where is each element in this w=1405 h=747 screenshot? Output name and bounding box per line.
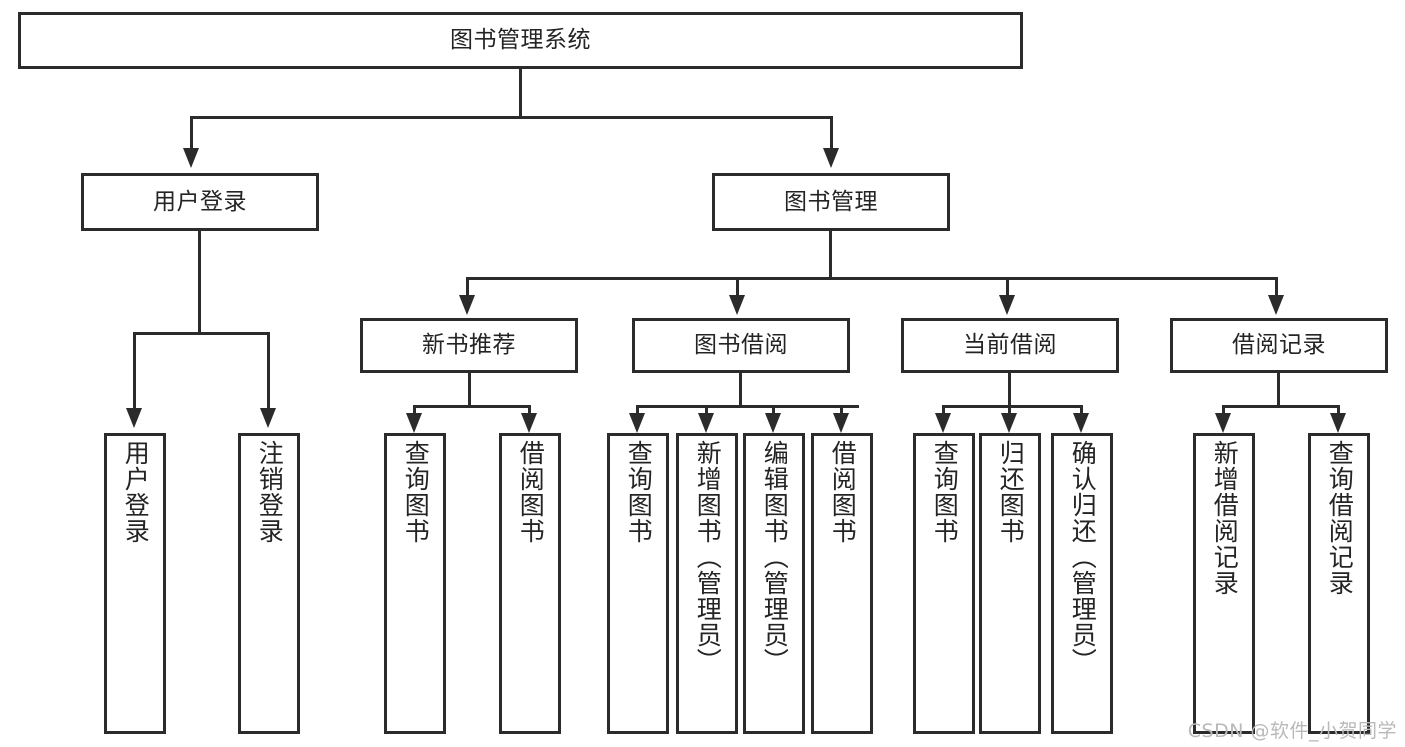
- connector-drop-current-borrow: [1006, 277, 1009, 299]
- arrow-borrow-record: [1268, 295, 1284, 315]
- connector-drop-nb-borrow: [528, 405, 531, 417]
- connector-user-login-bus: [133, 332, 270, 335]
- node-label: 借阅记录: [1232, 332, 1326, 359]
- arrow-book-mgmt: [823, 148, 839, 168]
- arrow-leaf-user-login: [126, 408, 142, 428]
- watermark-text: CSDN @软件_小贺同学: [1187, 720, 1397, 742]
- leaf-bb-add-book[interactable]: 新增图书（管理员）: [676, 433, 738, 734]
- leaf-label: 借阅图书: [828, 440, 858, 544]
- node-label: 当前借阅: [963, 332, 1057, 359]
- connector-drop-bb-query: [636, 405, 639, 417]
- leaf-br-add-record[interactable]: 新增借阅记录: [1193, 433, 1255, 734]
- connector-book-mgmt-stem: [829, 231, 832, 279]
- leaf-label: 借阅图书: [516, 440, 546, 544]
- arrow-leaf-logout: [260, 408, 276, 428]
- connector-drop-cb-query: [942, 405, 945, 417]
- connector-drop-cb-confirm: [1080, 405, 1083, 417]
- arrow-br-query: [1330, 413, 1346, 433]
- leaf-bb-borrow-book[interactable]: 借阅图书: [811, 433, 873, 734]
- leaf-logout[interactable]: 注销登录: [238, 433, 300, 734]
- arrow-bb-query: [629, 413, 645, 433]
- connector-drop-new-book: [466, 277, 469, 299]
- arrow-bb-add: [698, 413, 714, 433]
- arrow-current-borrow: [999, 295, 1015, 315]
- node-book-management[interactable]: 图书管理: [712, 173, 950, 231]
- arrow-cb-query: [935, 413, 951, 433]
- leaf-label: 查询图书: [930, 440, 960, 544]
- leaf-bb-query-book[interactable]: 查询图书: [607, 433, 669, 734]
- connector-drop-cb-return: [1008, 405, 1011, 417]
- leaf-cb-query-book[interactable]: 查询图书: [913, 433, 975, 734]
- leaf-label: 查询图书: [401, 440, 431, 544]
- arrow-br-add: [1215, 413, 1231, 433]
- connector-drop-bb-edit: [772, 405, 775, 417]
- connector-drop-leaf-user-login: [133, 332, 136, 412]
- connector-drop-book-mgmt: [830, 116, 833, 151]
- connector-borrow-record-bus: [1222, 405, 1340, 408]
- leaf-label: 新增图书（管理员）: [693, 440, 723, 674]
- arrow-cb-return: [1001, 413, 1017, 433]
- node-label: 用户登录: [153, 188, 247, 215]
- leaf-label: 确认归还（管理员）: [1068, 440, 1098, 674]
- leaf-label: 查询图书: [624, 440, 654, 544]
- connector-new-book-bus: [413, 405, 531, 408]
- connector-current-borrow-bus: [942, 405, 1083, 408]
- connector-drop-book-borrow: [736, 277, 739, 299]
- leaf-nb-query-book[interactable]: 查询图书: [384, 433, 446, 734]
- node-book-borrow[interactable]: 图书借阅: [632, 318, 850, 373]
- leaf-label: 用户登录: [121, 440, 151, 544]
- leaf-label: 注销登录: [255, 440, 285, 544]
- leaf-nb-borrow-book[interactable]: 借阅图书: [499, 433, 561, 734]
- leaf-cb-confirm-return[interactable]: 确认归还（管理员）: [1051, 433, 1113, 734]
- connector-root-bus: [190, 116, 833, 119]
- leaf-cb-return-book[interactable]: 归还图书: [979, 433, 1041, 734]
- connector-book-borrow-bus: [636, 405, 859, 408]
- node-label: 图书借阅: [694, 332, 788, 359]
- arrow-nb-query: [406, 413, 422, 433]
- leaf-user-login[interactable]: 用户登录: [104, 433, 166, 734]
- arrow-book-borrow: [729, 295, 745, 315]
- node-root-system[interactable]: 图书管理系统: [18, 12, 1023, 69]
- node-borrow-record[interactable]: 借阅记录: [1170, 318, 1388, 373]
- node-label: 图书管理系统: [450, 27, 591, 54]
- leaf-br-query-record[interactable]: 查询借阅记录: [1308, 433, 1370, 734]
- leaf-label: 查询借阅记录: [1325, 440, 1355, 596]
- leaf-label: 新增借阅记录: [1210, 440, 1240, 596]
- leaf-bb-edit-book[interactable]: 编辑图书（管理员）: [743, 433, 805, 734]
- connector-borrow-record-stem: [1277, 373, 1280, 407]
- connector-drop-bb-borrow: [840, 405, 843, 417]
- node-label: 新书推荐: [422, 332, 516, 359]
- arrow-bb-borrow: [833, 413, 849, 433]
- arrow-nb-borrow: [521, 413, 537, 433]
- node-current-borrow[interactable]: 当前借阅: [901, 318, 1119, 373]
- connector-drop-nb-query: [413, 405, 416, 417]
- connector-book-borrow-stem: [739, 373, 742, 407]
- node-new-book-recommend[interactable]: 新书推荐: [360, 318, 578, 373]
- connector-drop-leaf-logout: [267, 332, 270, 412]
- leaf-label: 编辑图书（管理员）: [760, 440, 790, 674]
- arrow-new-book: [459, 295, 475, 315]
- arrow-cb-confirm: [1073, 413, 1089, 433]
- connector-book-mgmt-bus: [466, 277, 1278, 280]
- connector-drop-br-query: [1337, 405, 1340, 417]
- connector-drop-user-login: [190, 116, 193, 151]
- connector-new-book-stem: [468, 373, 471, 407]
- connector-current-borrow-stem: [1008, 373, 1011, 407]
- connector-drop-bb-add: [705, 405, 708, 417]
- connector-user-login-stem: [198, 231, 201, 334]
- connector-root-stem: [519, 69, 522, 118]
- arrow-bb-edit: [765, 413, 781, 433]
- connector-drop-br-add: [1222, 405, 1225, 417]
- leaf-label: 归还图书: [996, 440, 1026, 544]
- node-label: 图书管理: [784, 188, 878, 215]
- arrow-user-login: [183, 148, 199, 168]
- node-user-login[interactable]: 用户登录: [81, 173, 319, 231]
- connector-drop-borrow-record: [1275, 277, 1278, 299]
